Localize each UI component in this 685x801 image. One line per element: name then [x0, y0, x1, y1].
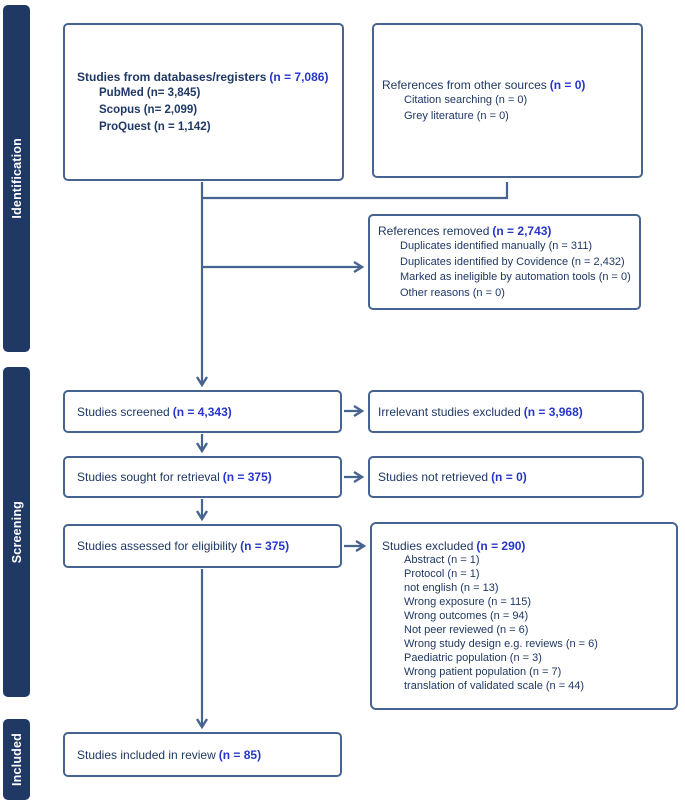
- count-badge: (n = 375): [222, 470, 272, 484]
- list-item: Other reasons (n = 0): [400, 286, 505, 299]
- box-irrelevant-excluded: Irrelevant studies excluded(n = 3,968): [368, 390, 644, 433]
- database-breakdown-list: PubMed (n= 3,845) Scopus (n= 2,099) ProQue…: [77, 85, 342, 136]
- connector-other-sources-merge: [203, 182, 509, 200]
- box-title: Studies excluded(n = 290): [382, 539, 526, 554]
- list-item: Grey literature (n = 0): [404, 109, 509, 122]
- box-title: References removed(n = 2,743): [378, 224, 552, 238]
- stage-label-included: Included: [9, 733, 24, 786]
- count-badge: (n = 0): [549, 78, 586, 92]
- list-item: not english (n = 13): [404, 582, 499, 595]
- list-item: Wrong exposure (n = 115): [404, 596, 532, 609]
- list-item: Wrong outcomes (n = 94): [404, 610, 529, 623]
- list-item: Duplicates identified by Covidence (n = …: [400, 255, 625, 268]
- count-badge: (n = 0): [491, 470, 527, 484]
- box-studies-sought-retrieval: Studies sought for retrieval(n = 375): [63, 456, 342, 498]
- exclusion-reasons-list: Abstract (n = 1)Protocol (n = 1)not engl…: [382, 554, 676, 693]
- stage-bar-included: Included: [3, 719, 30, 800]
- box-studies-included-review: Studies included in review(n = 85): [63, 732, 342, 777]
- other-sources-breakdown-list: Citation searching (n = 0) Grey literatur…: [382, 93, 641, 124]
- count-badge: (n = 3,968): [523, 404, 583, 419]
- list-item: Abstract (n = 1): [404, 554, 480, 567]
- box-studies-from-databases: Studies from databases/registers(n = 7,0…: [63, 23, 344, 181]
- box-title: Studies not retrieved(n = 0): [378, 470, 527, 484]
- count-badge: (n = 85): [218, 747, 262, 762]
- count-badge: (n = 290): [476, 539, 526, 554]
- list-item: Wrong patient population (n = 7): [404, 665, 562, 678]
- box-studies-not-retrieved: Studies not retrieved(n = 0): [368, 456, 644, 498]
- count-badge: (n = 375): [240, 539, 290, 553]
- list-item: Wrong study design e.g. reviews (n = 6): [404, 637, 598, 650]
- list-item: Citation searching (n = 0): [404, 94, 528, 106]
- box-references-removed: References removed(n = 2,743) Duplicates…: [368, 214, 641, 310]
- list-item: Protocol (n = 1): [404, 568, 480, 581]
- stage-label-screening: Screening: [9, 500, 24, 564]
- list-item: translation of validated scale (n = 44): [404, 679, 585, 692]
- box-title: References from other sources(n = 0): [382, 78, 586, 92]
- count-badge: (n = 2,743): [492, 224, 552, 238]
- box-studies-excluded: Studies excluded(n = 290) Abstract (n = …: [370, 522, 678, 710]
- stage-label-identification: Identification: [9, 138, 24, 219]
- box-title: Studies included in review(n = 85): [77, 747, 262, 762]
- box-title: Studies from databases/registers(n = 7,0…: [77, 69, 329, 84]
- box-title: Studies sought for retrieval(n = 375): [77, 470, 272, 484]
- box-title: Studies assessed for eligibility(n = 375…: [77, 539, 290, 553]
- list-item: PubMed (n= 3,845): [99, 86, 201, 99]
- list-item: Marked as ineligible by automation tools…: [400, 271, 631, 283]
- list-item: ProQuest (n = 1,142): [99, 120, 211, 133]
- list-item: Paediatric population (n = 3): [404, 651, 542, 664]
- box-title: Irrelevant studies excluded(n = 3,968): [378, 404, 583, 419]
- box-references-other-sources: References from other sources(n = 0) Cit…: [372, 23, 643, 178]
- box-studies-screened: Studies screened(n = 4,343): [63, 390, 342, 433]
- box-title: Studies screened(n = 4,343): [77, 404, 232, 419]
- count-badge: (n = 4,343): [172, 404, 232, 419]
- count-badge: (n = 7,086): [269, 69, 329, 84]
- list-item: Duplicates identified manually (n = 311): [400, 240, 593, 252]
- list-item: Scopus (n= 2,099): [99, 103, 198, 116]
- list-item: Not peer reviewed (n = 6): [404, 624, 529, 636]
- box-studies-assessed-eligibility: Studies assessed for eligibility(n = 375…: [63, 524, 342, 568]
- stage-bar-screening: Screening: [3, 367, 30, 697]
- stage-bar-identification: Identification: [3, 5, 30, 352]
- removed-breakdown-list: Duplicates identified manually (n = 311)…: [378, 239, 639, 301]
